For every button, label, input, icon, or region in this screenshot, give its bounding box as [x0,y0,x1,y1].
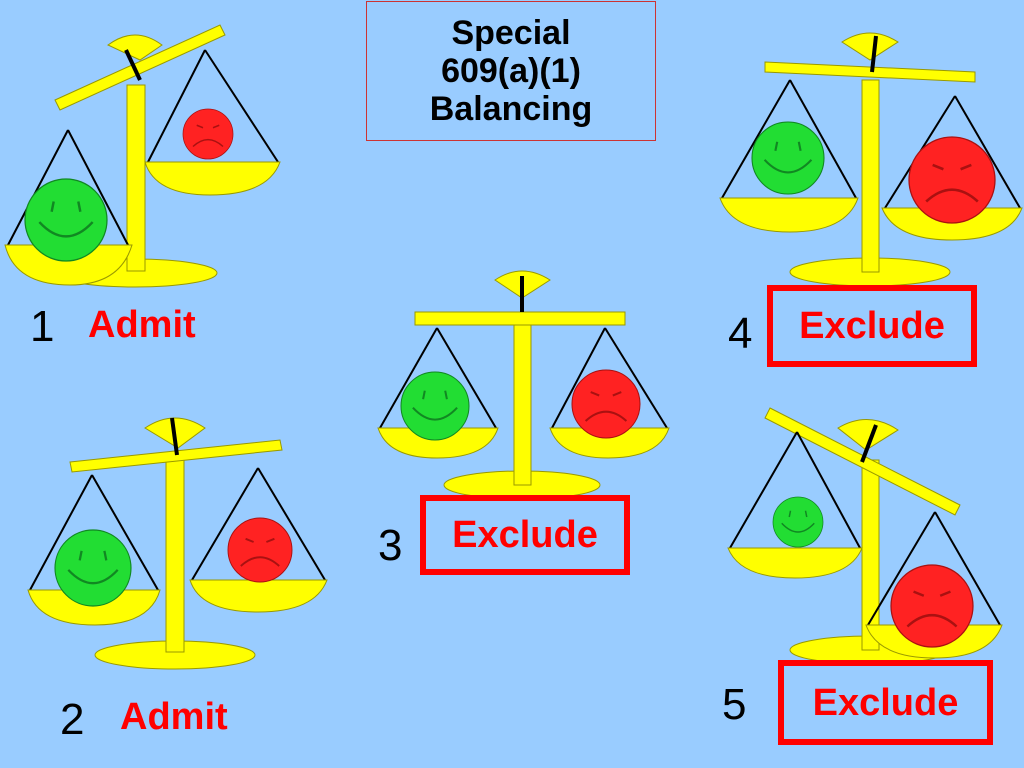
prejudice-frowny-1 [182,108,234,160]
verdict-label-1: Admit [88,304,196,346]
verdict-label-2: Admit [120,696,228,738]
scale-1 [4,24,281,288]
verdict-box-5: Exclude [778,660,993,745]
title-box: Special 609(a)(1) Balancing [366,1,656,141]
scale-number-5: 5 [722,680,747,729]
probative-smiley-3 [399,370,471,442]
scale-number-3: 3 [378,521,403,570]
verdict-box-3: Exclude [420,495,630,575]
prejudice-frowny-2 [227,517,293,583]
title-line-1: Special [451,14,571,52]
scale-number-2: 2 [60,695,85,744]
verdict-label-3: Exclude [452,514,598,556]
verdict-label-5: Exclude [812,681,959,724]
scale-2 [27,417,328,670]
prejudice-frowny-5 [889,563,975,649]
prejudice-frowny-4 [907,135,997,225]
probative-smiley-2 [53,528,133,608]
probative-smiley-4 [750,120,826,196]
probative-smiley-5 [772,496,824,548]
verdict-box-4: Exclude [767,285,977,367]
scale-number-4: 4 [728,309,753,358]
prejudice-frowny-3 [570,368,642,440]
scale-3 [377,270,670,500]
title-line-2: 609(a)(1) [441,52,581,90]
probative-smiley-1 [23,177,109,263]
title-line-3: Balancing [429,90,593,128]
scale-5 [727,407,1003,665]
scale-number-1: 1 [30,302,55,351]
verdict-label-4: Exclude [799,305,945,347]
scale-4 [719,32,1023,287]
